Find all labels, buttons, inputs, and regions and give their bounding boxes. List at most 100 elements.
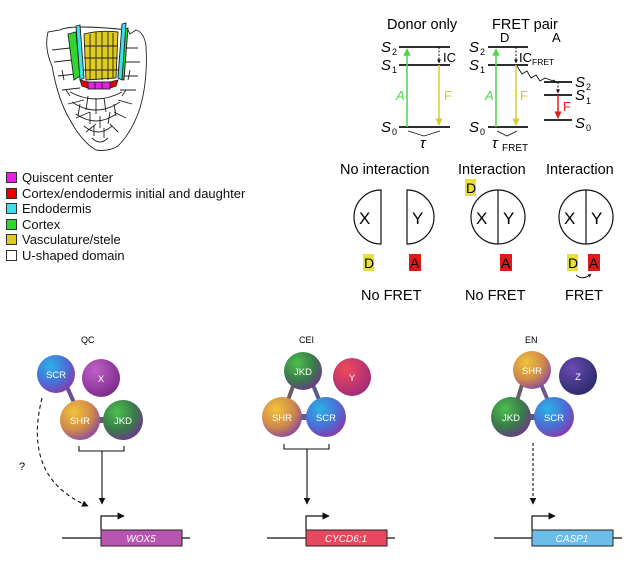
- svg-text:WOX5: WOX5: [126, 534, 156, 545]
- legend-item-u-shaped-domain: U-shaped domain: [6, 248, 245, 264]
- transcription-start-arrow: [531, 512, 556, 530]
- legend-item-endodermis: Endodermis: [6, 201, 245, 217]
- legend-label: Cortex: [22, 216, 61, 232]
- cell-type-legend: Quiscent center Cortex/endodermis initia…: [6, 170, 245, 263]
- hypothetical-arrow: [36, 397, 89, 507]
- svg-text:D: D: [568, 255, 578, 271]
- svg-text:S: S: [469, 119, 479, 136]
- svg-text:1: 1: [392, 65, 397, 75]
- svg-text:Y: Y: [412, 209, 423, 228]
- svg-text:FRET: FRET: [502, 143, 528, 154]
- svg-text:SCR: SCR: [316, 413, 336, 424]
- protein-shr: [262, 397, 302, 437]
- svg-text:S: S: [575, 87, 585, 104]
- svg-text:X: X: [476, 209, 487, 228]
- jablonski-donor-only: Donor only S 2 S 1 S 0 A IC F τ: [381, 17, 458, 152]
- svg-text:τ: τ: [492, 135, 499, 152]
- svg-text:SHR: SHR: [272, 413, 292, 424]
- protein-y: [333, 358, 371, 396]
- protein-jkd: [284, 352, 322, 390]
- svg-text:CYCD6;1: CYCD6;1: [325, 534, 367, 545]
- svg-text:QC: QC: [81, 335, 95, 345]
- energy-transfer-curve: [575, 273, 592, 279]
- tau-bracket: [407, 130, 441, 137]
- svg-text:JKD: JKD: [502, 413, 520, 424]
- svg-text:FRET: FRET: [565, 288, 603, 304]
- protein-x: [82, 359, 120, 397]
- donor-tag: [567, 254, 578, 271]
- gene-box: [531, 529, 614, 547]
- svg-text:S: S: [381, 57, 391, 74]
- svg-text:CASP1: CASP1: [556, 534, 589, 545]
- svg-text:SHR: SHR: [522, 366, 542, 377]
- acceptor-tag: [500, 254, 512, 271]
- svg-text:0: 0: [392, 127, 397, 137]
- svg-text:Y: Y: [349, 373, 356, 384]
- complex-bracket: [283, 444, 330, 450]
- legend-label: Cortex/endodermis initial and daughter: [22, 185, 246, 201]
- legend-swatch: [6, 203, 17, 215]
- protein-z: [559, 357, 597, 395]
- legend-swatch: [6, 218, 17, 230]
- svg-text:D: D: [364, 255, 374, 271]
- svg-text:1: 1: [586, 96, 591, 106]
- gene-box: [305, 529, 388, 547]
- complex-en: EN SHR Z JKD SCR CASP1: [491, 335, 622, 547]
- svg-text:No interaction: No interaction: [340, 162, 429, 178]
- svg-text:?: ?: [19, 461, 25, 473]
- svg-text:X: X: [98, 374, 105, 385]
- svg-text:Interaction: Interaction: [458, 162, 526, 178]
- legend-swatch: [6, 249, 17, 261]
- svg-text:0: 0: [586, 123, 591, 133]
- legend-label: U-shaped domain: [22, 247, 125, 263]
- protein-jkd: [491, 397, 531, 437]
- svg-text:S: S: [575, 115, 585, 132]
- svg-text:No FRET: No FRET: [465, 288, 526, 304]
- energy-transfer-arrow: [516, 65, 557, 83]
- gene-box: [100, 529, 183, 547]
- quiescent-center: [87, 81, 111, 90]
- fret-pair-title: FRET pair: [492, 17, 558, 33]
- svg-text:IC: IC: [519, 50, 532, 65]
- legend-label: Endodermis: [22, 201, 92, 216]
- svg-text:F: F: [563, 99, 571, 114]
- svg-text:IC: IC: [443, 50, 456, 65]
- transcription-start-arrow: [100, 512, 125, 530]
- endodermis-region: [75, 24, 85, 81]
- protein-scr: [534, 397, 574, 437]
- svg-text:A: A: [501, 255, 511, 271]
- svg-text:CEI: CEI: [299, 335, 314, 345]
- svg-text:X: X: [359, 209, 370, 228]
- donor-tag: [465, 179, 476, 196]
- protein-y-half: [406, 189, 435, 245]
- protein-scr: [306, 397, 346, 437]
- legend-item-cortex: Cortex: [6, 217, 245, 233]
- svg-text:S: S: [469, 39, 479, 56]
- svg-text:D: D: [500, 30, 509, 45]
- svg-text:S: S: [575, 74, 585, 91]
- svg-text:S: S: [381, 39, 391, 56]
- protein-shr: [513, 351, 551, 389]
- donor-tag: [363, 254, 374, 271]
- legend-item-quiescent-center: Quiscent center: [6, 170, 245, 186]
- svg-text:A: A: [552, 30, 561, 45]
- svg-text:Z: Z: [575, 372, 581, 383]
- svg-text:SHR: SHR: [70, 416, 90, 427]
- svg-text:F: F: [520, 88, 528, 103]
- svg-text:τ: τ: [420, 135, 427, 152]
- protein-x-half: [353, 189, 382, 245]
- legend-item-cortex-endodermis-initial: Cortex/endodermis initial and daughter: [6, 186, 245, 202]
- legend-item-vasculature: Vasculature/stele: [6, 232, 245, 248]
- complex-cei: CEI JKD Y SHR SCR CYCD6;1: [262, 335, 395, 547]
- protein-shr: [60, 400, 100, 440]
- svg-text:1: 1: [480, 65, 485, 75]
- svg-text:Y: Y: [503, 209, 514, 228]
- svg-text:A: A: [589, 255, 599, 271]
- transcription-start-arrow: [305, 512, 330, 530]
- acceptor-tag: [409, 254, 421, 271]
- fret-panel-interaction-no-fret: Interaction D X Y A No FRET: [458, 162, 526, 304]
- svg-text:SCR: SCR: [46, 370, 66, 381]
- legend-label: Quiscent center: [22, 170, 114, 185]
- svg-text:S: S: [469, 57, 479, 74]
